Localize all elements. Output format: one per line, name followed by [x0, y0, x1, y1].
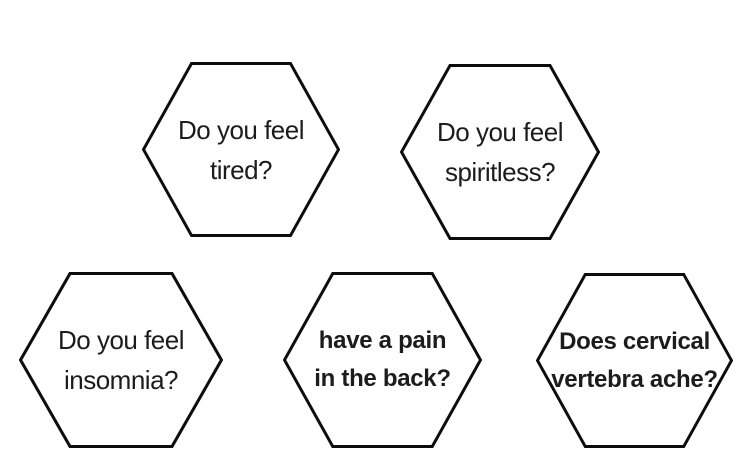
- hexagon-shape: [536, 273, 733, 448]
- question-line-1: Does cervical: [559, 327, 710, 355]
- hexagon-question-text: Do you feel tired?: [142, 62, 340, 237]
- hexagon-shape: [400, 64, 600, 240]
- hexagon-do-you-feel-tired: Do you feel tired?: [142, 62, 340, 237]
- question-line-2: vertebra ache?: [551, 365, 718, 393]
- hexagon-shape: [19, 272, 223, 448]
- question-line-1: Do you feel: [177, 114, 305, 145]
- hexagon-have-a-pain-in-the-back: have a pain in the back?: [283, 272, 482, 448]
- hexagon-does-cervical-vertebra-ache: Does cervical vertebra ache?: [536, 273, 733, 448]
- hexagon-question-text: Do you feel insomnia?: [19, 272, 223, 448]
- question-line-2: tired?: [209, 154, 273, 185]
- question-line-2: insomnia?: [63, 365, 179, 395]
- hexagon-do-you-feel-insomnia: Do you feel insomnia?: [19, 272, 223, 448]
- hexagon-shape: [283, 272, 482, 448]
- question-line-1: Do you feel: [436, 117, 564, 147]
- hexagon-question-text: have a pain in the back?: [283, 272, 482, 448]
- hexagon-do-you-feel-spiritless: Do you feel spiritless?: [400, 64, 600, 240]
- hexagon-shape: [142, 62, 340, 237]
- question-line-2: in the back?: [314, 365, 451, 392]
- hexagon-question-text: Do you feel spiritless?: [400, 64, 600, 240]
- hexagon-question-text: Does cervical vertebra ache?: [536, 273, 733, 448]
- question-line-1: Do you feel: [57, 325, 185, 355]
- question-line-2: spiritless?: [444, 157, 556, 187]
- question-line-1: have a pain: [318, 327, 447, 354]
